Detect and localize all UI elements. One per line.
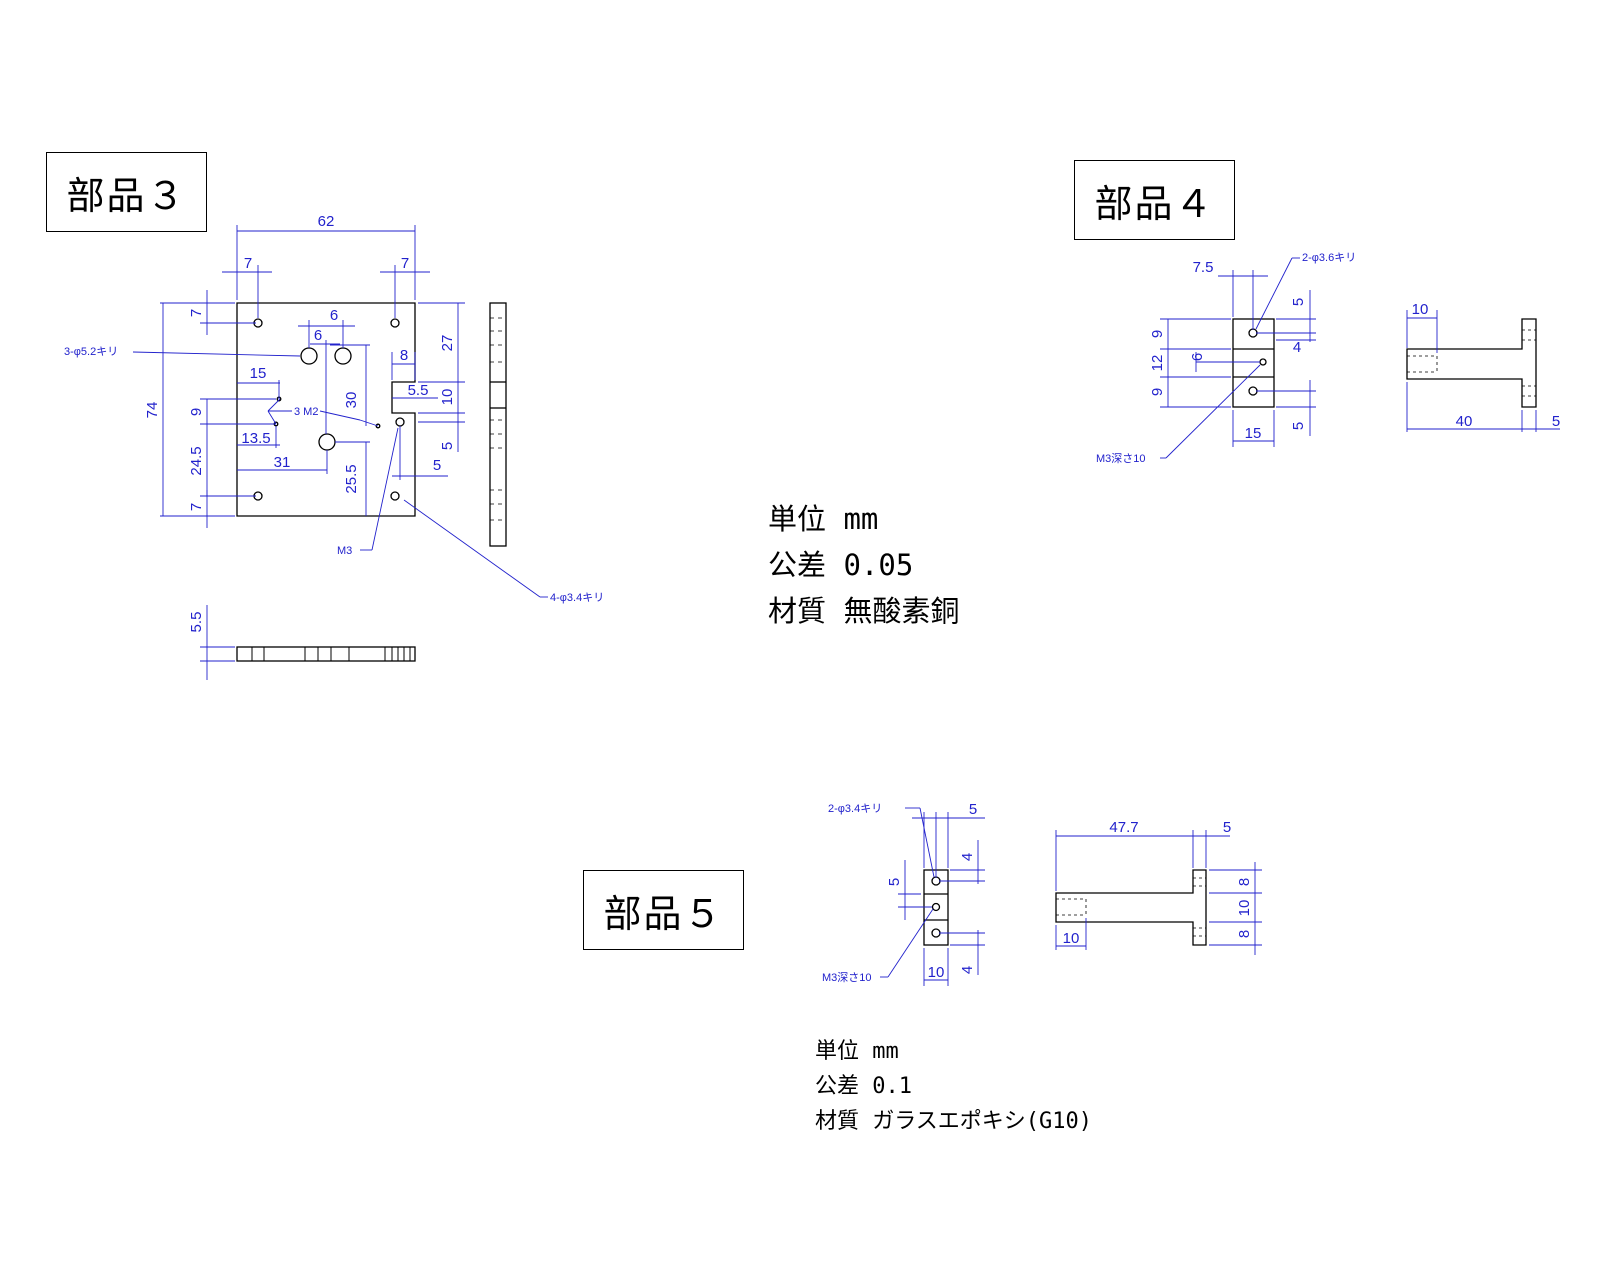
dim-6-top: 6: [330, 307, 338, 324]
dim-31: 31: [274, 454, 291, 471]
part4-dimension-lines: [1160, 257, 1560, 459]
part4-dimension-texts: 7.5 5 9 4 12 6 9 15 5 10 40 5 2-φ3.6キリ M…: [1096, 252, 1560, 465]
dim-8: 8: [400, 347, 408, 364]
dim-6-inner: 6: [314, 327, 322, 344]
dim-6: 6: [1189, 353, 1206, 361]
note-m2: 3 M2: [294, 406, 318, 418]
spec-unit: 単位 mm: [815, 1039, 899, 1064]
part3-hidden-lines: [490, 317, 506, 521]
dim-10: 10: [439, 389, 456, 406]
spec-block-part4: 単位 mm 公差 0.05 材質 無酸素銅: [768, 496, 959, 634]
spec-tolerance: 公差 0.1: [815, 1074, 912, 1099]
dim-30: 30: [343, 392, 360, 409]
dim-7-left-top: 7: [188, 309, 205, 317]
dim-15: 15: [250, 365, 267, 382]
dim-5-5-slot: 5.5: [408, 382, 429, 399]
note-drill-5-2: 3-φ5.2キリ: [64, 346, 118, 358]
dim-5-side: 5: [1552, 413, 1560, 430]
note-m3-depth: M3深さ10: [1096, 452, 1146, 465]
dim-4-bottom: 4: [959, 966, 976, 974]
note-drill-3-6: 2-φ3.6キリ: [1302, 252, 1356, 264]
part3-dimension-lines: [132, 225, 548, 680]
dim-5-5-thickness: 5.5: [188, 612, 205, 633]
part5-title: 部品５: [583, 870, 744, 950]
spec-unit: 単位 mm: [768, 502, 879, 536]
dim-13-5: 13.5: [241, 430, 270, 447]
dim-9-bottom: 9: [1149, 388, 1166, 396]
note-drill-3-4: 4-φ3.4キリ: [550, 592, 604, 604]
note-m3: M3: [337, 545, 352, 557]
dim-24-5: 24.5: [188, 446, 205, 475]
dim-4: 4: [1293, 339, 1301, 356]
dim-8-bottom: 8: [1236, 930, 1253, 938]
part3-outline: [236, 302, 507, 662]
part3-drawing: 62 7 7 6 6 15 8 5.5 30 27 10 5 5 74 7 9 …: [64, 213, 604, 680]
dim-5-bottom: 5: [1290, 422, 1307, 430]
dim-7-5: 7.5: [1193, 259, 1214, 276]
part4-title: 部品４: [1074, 160, 1235, 240]
spec-material: 材質 無酸素銅: [768, 594, 960, 628]
dim-9: 9: [188, 408, 205, 416]
part3-dimension-texts: 62 7 7 6 6 15 8 5.5 30 27 10 5 5 74 7 9 …: [64, 213, 604, 632]
dim-47-7: 47.7: [1109, 819, 1138, 836]
dim-10-bore: 10: [1063, 930, 1080, 947]
dim-12: 12: [1149, 355, 1166, 372]
dim-15: 15: [1245, 425, 1262, 442]
dim-5-top: 5: [969, 801, 977, 818]
dim-4-top: 4: [959, 853, 976, 861]
dim-74: 74: [144, 402, 161, 419]
part4-drawing: 7.5 5 9 4 12 6 9 15 5 10 40 5 2-φ3.6キリ M…: [1096, 252, 1560, 465]
dim-5-top: 5: [1290, 298, 1307, 306]
part3-title: 部品３: [46, 152, 207, 232]
dim-25-5: 25.5: [343, 464, 360, 493]
dim-7-left-bottom: 7: [188, 503, 205, 511]
part5-hidden-lines: [1056, 877, 1206, 937]
dim-5-right: 5: [439, 442, 456, 450]
dim-7-left: 7: [244, 255, 252, 272]
part5-drawing: 5 4 5 4 10 47.7 5 8 10 8 10 2-φ3.4キリ M3深…: [822, 801, 1262, 986]
dim-7-right: 7: [401, 255, 409, 272]
dim-10-side: 10: [1236, 900, 1253, 917]
dim-10-front: 10: [928, 964, 945, 981]
note-m3-depth: M3深さ10: [822, 971, 872, 984]
dim-8-top: 8: [1236, 878, 1253, 886]
spec-tolerance: 公差 0.05: [768, 548, 914, 582]
dim-9-top: 9: [1149, 330, 1166, 338]
note-drill-3-4: 2-φ3.4キリ: [828, 803, 882, 815]
dim-5-side: 5: [1223, 819, 1231, 836]
part4-outline: [1232, 318, 1537, 408]
part5-dimension-texts: 5 4 5 4 10 47.7 5 8 10 8 10 2-φ3.4キリ M3深…: [822, 801, 1253, 984]
spec-block-part5: 単位 mm 公差 0.1 材質 ガラスエポキシ(G10): [815, 1034, 1092, 1139]
dim-5-left: 5: [886, 878, 903, 886]
dim-27: 27: [439, 335, 456, 352]
part5-dimension-lines: [880, 807, 1262, 986]
part3-bottom-view-lines: [251, 647, 411, 661]
dim-10: 10: [1412, 301, 1429, 318]
dim-62: 62: [318, 213, 335, 230]
dim-40: 40: [1456, 413, 1473, 430]
part4-hidden-lines: [1407, 329, 1536, 397]
dim-5-bottom: 5: [433, 457, 441, 474]
spec-material: 材質 ガラスエポキシ(G10): [815, 1109, 1093, 1134]
